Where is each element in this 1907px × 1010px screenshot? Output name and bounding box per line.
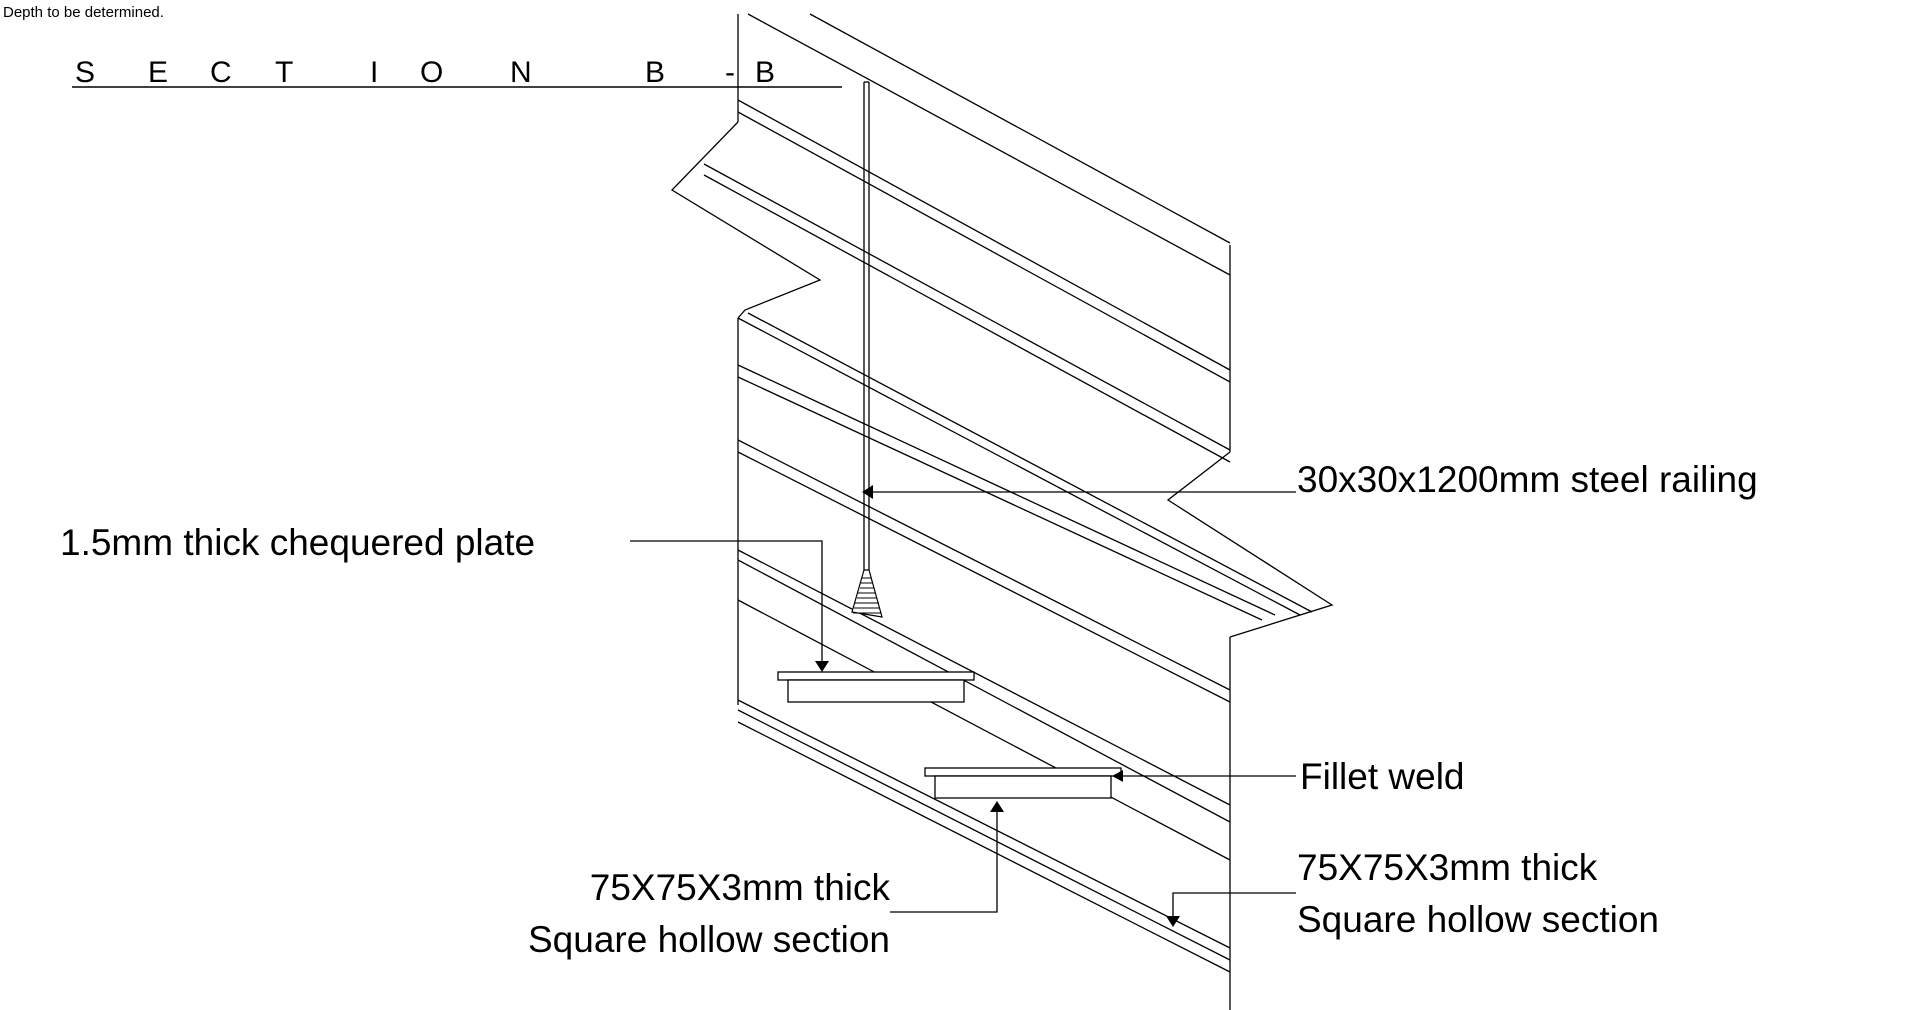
arrowhead — [815, 661, 829, 672]
title-letter: O — [420, 56, 443, 89]
stringer-line — [737, 111, 1231, 383]
arrowhead — [862, 485, 873, 499]
stringer-line — [703, 163, 1231, 451]
leader-weld — [1112, 770, 1296, 782]
square-hollow-section — [934, 775, 1112, 799]
stringer-line — [737, 549, 1231, 806]
leader-line — [630, 540, 823, 663]
chequered-plate — [924, 767, 1122, 777]
label-shs-right-line1: 75X75X3mm thick — [1297, 847, 1598, 888]
leader-railing — [862, 485, 1296, 499]
stringer-line — [737, 376, 1263, 621]
stringer-line — [737, 451, 1231, 703]
break-line — [1166, 451, 1334, 638]
title-letter: B — [755, 56, 775, 89]
tread-lower — [924, 767, 1122, 799]
label-shs-right-line2: Square hollow section — [1297, 899, 1659, 940]
depth-note: Depth to be determined. — [3, 4, 164, 21]
stringer-line — [809, 13, 1231, 244]
steel-railing — [851, 81, 883, 618]
railing-base-hatch — [853, 577, 881, 614]
title-letter: N — [510, 56, 532, 89]
label-shs-left-line2: Square hollow section — [528, 919, 890, 960]
label-railing: 30x30x1200mm steel railing — [1297, 459, 1758, 500]
stringer-line — [737, 439, 1231, 691]
stringer-line — [737, 364, 1276, 616]
stringer-line — [747, 13, 1231, 276]
stringer-line — [747, 312, 1313, 613]
arrowhead — [1166, 916, 1180, 927]
title-letter: E — [148, 56, 168, 89]
stringer-line — [737, 99, 1231, 371]
break-line — [670, 121, 822, 319]
chequered-plate — [777, 671, 975, 681]
leader-shs-right — [1166, 892, 1296, 927]
title-letter: C — [210, 56, 232, 89]
stringer-line — [703, 174, 1231, 463]
arrowhead — [990, 801, 1004, 812]
title-letter: T — [275, 56, 293, 89]
label-chequered-plate: 1.5mm thick chequered plate — [60, 522, 535, 563]
stringer-line — [737, 709, 1231, 961]
stringer-line — [737, 317, 1301, 616]
stringer-line — [737, 721, 1231, 973]
title-letter: - — [725, 56, 735, 89]
leader-line — [890, 811, 998, 913]
stringer-line — [737, 599, 1231, 861]
label-fillet-weld: Fillet weld — [1300, 756, 1465, 797]
label-shs-left-line1: 75X75X3mm thick — [590, 867, 891, 908]
leader-plate — [630, 540, 829, 672]
title-letter: B — [645, 56, 665, 89]
leader-line — [1172, 892, 1296, 917]
arrowhead — [1112, 770, 1123, 782]
tread-upper — [777, 671, 975, 703]
stair-structure — [670, 13, 1334, 1010]
stringer-line — [737, 559, 1231, 823]
square-hollow-section — [787, 679, 965, 703]
title-letter: I — [370, 56, 378, 89]
section-title: S E C T I O N B - B — [72, 56, 842, 89]
title-letter: S — [75, 56, 95, 89]
leader-shs-left — [890, 801, 1004, 913]
stringer-line — [737, 699, 1231, 949]
